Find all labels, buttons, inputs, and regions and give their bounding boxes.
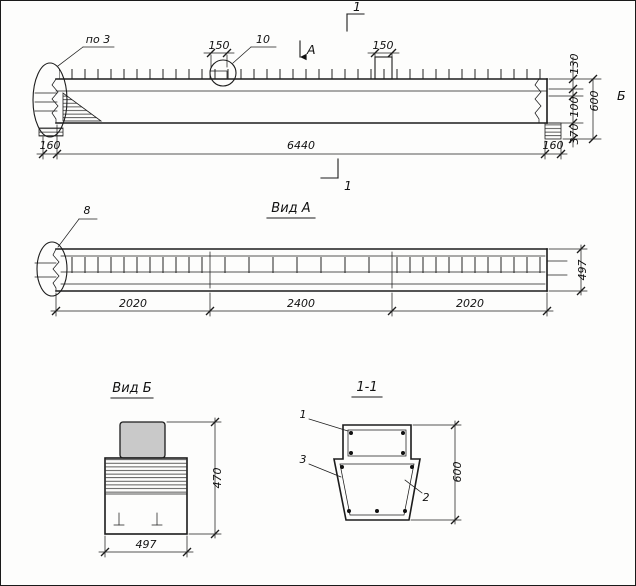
section-mark-bottom-label: 1 — [344, 178, 352, 193]
dim-150-left-label: 150 — [209, 39, 230, 52]
view-a-beam — [34, 248, 568, 292]
view-a-arrow: А — [299, 40, 316, 61]
left-bearing-pad — [38, 127, 64, 137]
dim-160-left-label: 160 — [40, 139, 61, 152]
pos-3-label: 3 — [300, 453, 307, 466]
dim-130-label: 130 — [568, 54, 581, 75]
end-wedge-detail — [62, 92, 103, 122]
stirrup-ticks-middle — [213, 257, 389, 273]
section-mark-top: 1 — [346, 1, 365, 32]
detail-ellipse-left — [32, 62, 68, 138]
section-position-labels: 1 3 2 — [300, 408, 430, 504]
stirrup-ticks-right — [395, 257, 543, 273]
dim-497-end-label: 497 — [136, 538, 157, 551]
stirrup-ticks-left — [63, 257, 205, 273]
view-b-body — [104, 421, 188, 535]
dim-heights-right: 130 100 370 600 Б — [548, 54, 626, 148]
dim-150-right-label: 150 — [373, 39, 394, 52]
view-a: Вид А 8 — [34, 201, 589, 317]
dim-100-label: 100 — [568, 97, 581, 118]
dim-150-left: 150 — [203, 39, 235, 68]
beam-outline — [34, 56, 562, 140]
dim-600-section-label: 600 — [451, 462, 464, 483]
section-dims: 600 — [410, 420, 464, 525]
dim-160-right-label: 160 — [543, 139, 564, 152]
pos-1-label: 1 — [300, 408, 307, 421]
section-mark-top-label: 1 — [353, 1, 361, 14]
section-mark-bottom: 1 — [320, 158, 352, 193]
dim-370-label: 370 — [568, 124, 581, 145]
dim-2400-label: 2400 — [287, 297, 315, 310]
dim-150-right: 150 — [367, 39, 400, 58]
tenon — [119, 421, 166, 459]
view-a-dims: 2020 2400 2020 497 — [50, 244, 589, 317]
pos-2-label: 2 — [423, 491, 430, 504]
dim-2020-right-label: 2020 — [456, 297, 484, 310]
section-title: 1-1 — [356, 380, 377, 395]
view-b-arrow-label: Б — [617, 88, 626, 103]
view-b: Вид Б 470 497 — [98, 381, 224, 558]
callout-po3: по 3 — [32, 33, 115, 138]
view-a-title: Вид А — [271, 201, 310, 216]
elevation-view: 1 А — [32, 1, 626, 193]
view-b-title: Вид Б — [112, 381, 151, 396]
view-b-dims: 470 497 — [98, 417, 224, 558]
stirrup-ticks-band — [59, 69, 545, 79]
dim-600-label: 600 — [588, 91, 601, 112]
dim-470-label: 470 — [211, 468, 224, 489]
callout-10: 10 — [209, 33, 277, 87]
dim-lengths-bottom: 160 6440 160 — [36, 124, 568, 160]
section-body — [333, 424, 421, 521]
detail-circle-10 — [209, 59, 237, 87]
dim-497-plan-label: 497 — [576, 260, 589, 281]
view-a-arrow-label: А — [306, 42, 316, 57]
section-1-1: 1-1 1 3 2 — [300, 380, 464, 525]
embedded-plate — [374, 56, 393, 80]
dim-2020-left-label: 2020 — [119, 297, 147, 310]
callout-8-label: 8 — [84, 204, 91, 217]
callout-8: 8 — [36, 204, 98, 297]
hatch-band — [105, 458, 187, 494]
callout-10-label: 10 — [256, 33, 270, 46]
detail-ellipse-view-a — [36, 241, 68, 297]
callout-po3-label: по 3 — [86, 33, 110, 46]
right-bearing-ledge — [544, 122, 562, 140]
dim-6440-label: 6440 — [287, 139, 315, 152]
